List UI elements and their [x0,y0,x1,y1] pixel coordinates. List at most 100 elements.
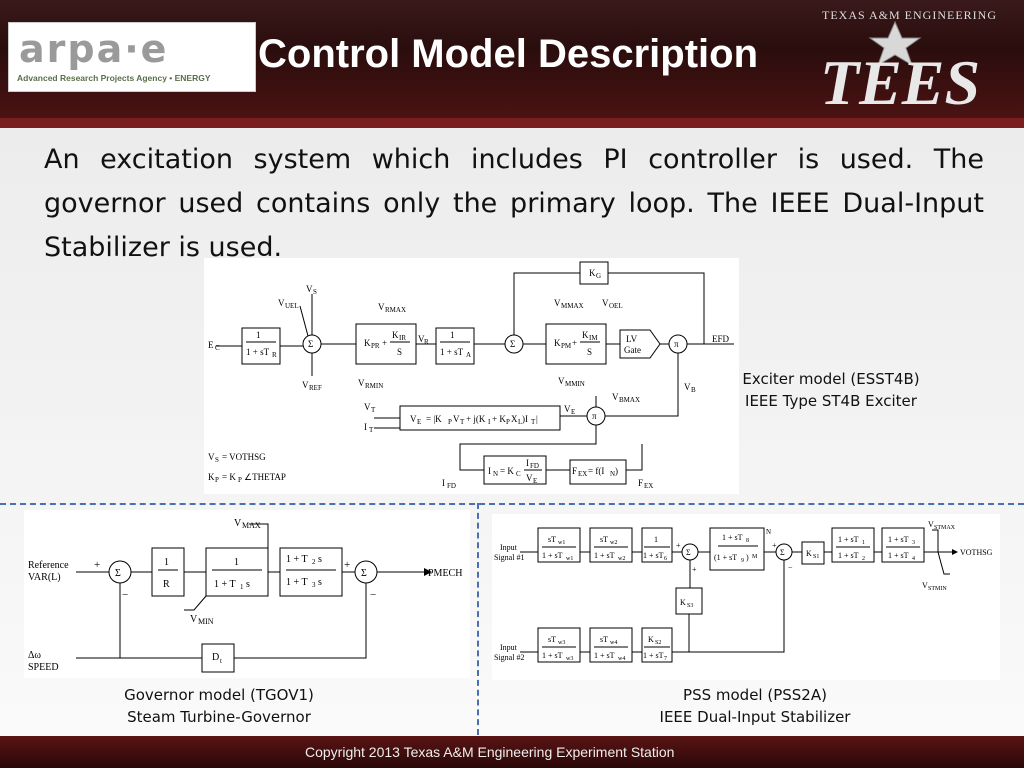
svg-text:1 + sT: 1 + sT [542,651,563,660]
svg-text:E: E [533,477,537,485]
svg-text:1: 1 [234,557,239,568]
svg-text:(1 + sT: (1 + sT [714,553,737,562]
vertical-divider [477,503,479,735]
svg-text:Σ: Σ [686,548,691,557]
svg-text:): ) [746,553,749,562]
svg-text:−: − [370,589,376,601]
svg-text:M: M [752,554,758,560]
svg-text:VOTHSG: VOTHSG [960,548,993,557]
svg-text:V: V [278,298,285,308]
svg-text:1 + sT: 1 + sT [542,551,563,560]
svg-text:9: 9 [741,558,744,564]
svg-text:V: V [554,298,561,308]
svg-text:F: F [572,466,577,476]
svg-text:P: P [448,418,452,426]
svg-text:+: + [692,565,697,574]
svg-text:T: T [531,418,536,426]
svg-text:1 + sT: 1 + sT [838,535,859,544]
svg-text:K: K [364,338,371,348]
svg-text:+: + [94,559,100,571]
svg-text:I: I [526,458,529,468]
horizontal-divider [0,503,1024,505]
svg-text:1: 1 [862,540,865,546]
svg-text:I: I [364,422,367,432]
svg-text:E: E [571,408,575,416]
svg-text:EX: EX [578,470,587,478]
svg-text:MMIN: MMIN [565,380,585,388]
svg-text:1: 1 [256,330,261,340]
pss-caption: PSS model (PSS2A) IEEE Dual-Input Stabil… [640,684,870,728]
svg-text:1 + sT: 1 + sT [643,651,664,660]
exciter-caption-line1: Exciter model (ESST4B) [742,370,920,388]
svg-text:F: F [638,478,643,488]
svg-text:R: R [424,338,429,346]
svg-text:+ j(K: + j(K [466,414,486,424]
svg-text:S: S [587,347,592,357]
pss-caption-line1: PSS model (PSS2A) [683,686,827,704]
svg-text:S2: S2 [655,640,661,646]
svg-text:V: V [612,392,619,402]
svg-text:K: K [589,268,596,278]
pss-caption-line2: IEEE Dual-Input Stabilizer [659,708,851,726]
svg-text:= f(I: = f(I [588,466,604,476]
svg-text:π: π [592,411,597,421]
svg-text:S: S [313,288,317,296]
svg-text:6: 6 [664,556,667,562]
svg-text:4: 4 [912,556,915,562]
svg-text:V: V [364,402,371,412]
svg-text:MIN: MIN [198,617,214,626]
svg-text:D: D [212,652,219,663]
svg-text:IM: IM [589,334,598,342]
svg-text:1 + sT: 1 + sT [888,551,909,560]
svg-text:Σ: Σ [115,568,121,579]
svg-text:IR: IR [399,334,406,342]
svg-text:T: T [369,426,374,434]
svg-text:Σ: Σ [361,568,367,579]
svg-text:π: π [674,339,679,349]
svg-text:X: X [511,414,518,424]
svg-text:E: E [208,340,214,350]
svg-text:+: + [382,338,387,348]
svg-text:BMAX: BMAX [619,396,640,404]
svg-text:1 + sT: 1 + sT [722,533,743,542]
svg-text:Gate: Gate [624,345,641,355]
svg-text:RMIN: RMIN [365,382,383,390]
svg-text:1 + T: 1 + T [214,579,236,590]
svg-text:1 + sT: 1 + sT [888,535,909,544]
svg-text:V: V [558,376,565,386]
svg-text:|: | [536,414,538,424]
svg-text:T: T [460,418,465,426]
svg-text:P: P [215,476,219,484]
page-title: Control Model Description [258,32,758,76]
svg-text:EX: EX [644,482,653,490]
logo-subtitle: Advanced Research Projects Agency • ENER… [17,73,211,83]
svg-text:w1: w1 [558,540,565,546]
svg-text:w3: w3 [566,656,573,662]
svg-text:L: L [518,418,522,426]
svg-text:V: V [564,404,571,414]
svg-text:K: K [648,635,654,644]
svg-text:V: V [302,380,309,390]
svg-text:REF: REF [309,384,322,392]
svg-text:K: K [806,549,812,558]
svg-text:I: I [488,466,491,476]
svg-text:FD: FD [530,462,539,470]
header-stripe [0,118,1024,128]
svg-text:V: V [453,414,460,424]
svg-text:Δω: Δω [28,650,41,661]
svg-text:V: V [190,614,198,625]
svg-text:V: V [418,334,425,344]
svg-text:VAR(L): VAR(L) [28,572,61,583]
svg-text:P: P [506,418,510,426]
svg-text:FD: FD [447,482,456,490]
svg-text:1 + T: 1 + T [286,554,308,565]
svg-text:1 + T: 1 + T [286,577,308,588]
logo-text: arpa·e [19,27,169,71]
svg-text:S: S [397,347,402,357]
svg-text:K: K [680,598,686,607]
svg-text:MAX: MAX [242,521,261,530]
